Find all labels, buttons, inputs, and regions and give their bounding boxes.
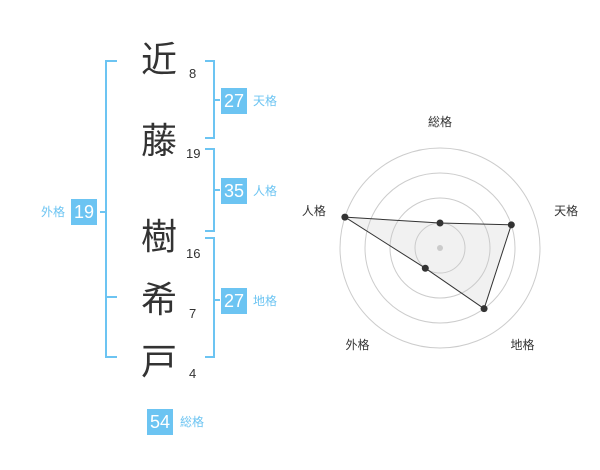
gaikaku-value: 19 bbox=[71, 199, 98, 225]
radar-axis-label-3: 地格 bbox=[511, 337, 535, 352]
stroke-count-3: 16 bbox=[186, 246, 201, 261]
stroke-count-4: 7 bbox=[189, 306, 197, 321]
gaikaku-bracket bbox=[105, 60, 117, 358]
radar-point-2 bbox=[507, 221, 515, 229]
radar-center-dot bbox=[437, 245, 443, 251]
stroke-count-5: 4 bbox=[189, 366, 197, 381]
radar-axis-label-1: 総格 bbox=[428, 114, 452, 129]
soukaku-value: 54 bbox=[147, 409, 174, 435]
kanji-char-5: 戸 bbox=[141, 342, 178, 383]
radar-point-3 bbox=[480, 305, 488, 313]
stroke-count-1: 8 bbox=[189, 66, 197, 81]
radar-ring-3 bbox=[364, 172, 516, 324]
radar-ring-4 bbox=[339, 147, 541, 349]
stroke-count-2: 19 bbox=[186, 146, 201, 161]
kanji-char-3: 樹 bbox=[141, 217, 178, 258]
radar-axis-label-5: 人格 bbox=[302, 203, 326, 218]
radar-polygon bbox=[344, 216, 512, 310]
radar-ring-2 bbox=[389, 197, 491, 299]
soukaku-label: 総格 bbox=[180, 415, 205, 429]
jinkaku-value: 35 bbox=[221, 178, 248, 204]
kanji-char-4: 希 bbox=[141, 280, 178, 321]
radar-point-5 bbox=[341, 213, 349, 221]
gaikaku-label: 外格 bbox=[41, 205, 66, 219]
radar-points bbox=[341, 213, 515, 313]
radar-point-1 bbox=[436, 219, 444, 227]
jinkaku-label: 人格 bbox=[253, 184, 278, 198]
tenkaku-label: 天格 bbox=[253, 94, 278, 108]
kanji-char-1: 近 bbox=[141, 40, 178, 81]
radar-axis-label-2: 天格 bbox=[554, 203, 578, 218]
radar-grid bbox=[339, 147, 541, 349]
kanji-char-2: 藤 bbox=[141, 121, 178, 162]
chikaku-bracket bbox=[205, 237, 215, 358]
radar-point-4 bbox=[421, 264, 429, 272]
tenkaku-value: 27 bbox=[221, 88, 248, 114]
chikaku-value: 27 bbox=[221, 288, 248, 314]
chikaku-label: 地格 bbox=[253, 294, 278, 308]
radar-axis-label-4: 外格 bbox=[345, 337, 369, 352]
